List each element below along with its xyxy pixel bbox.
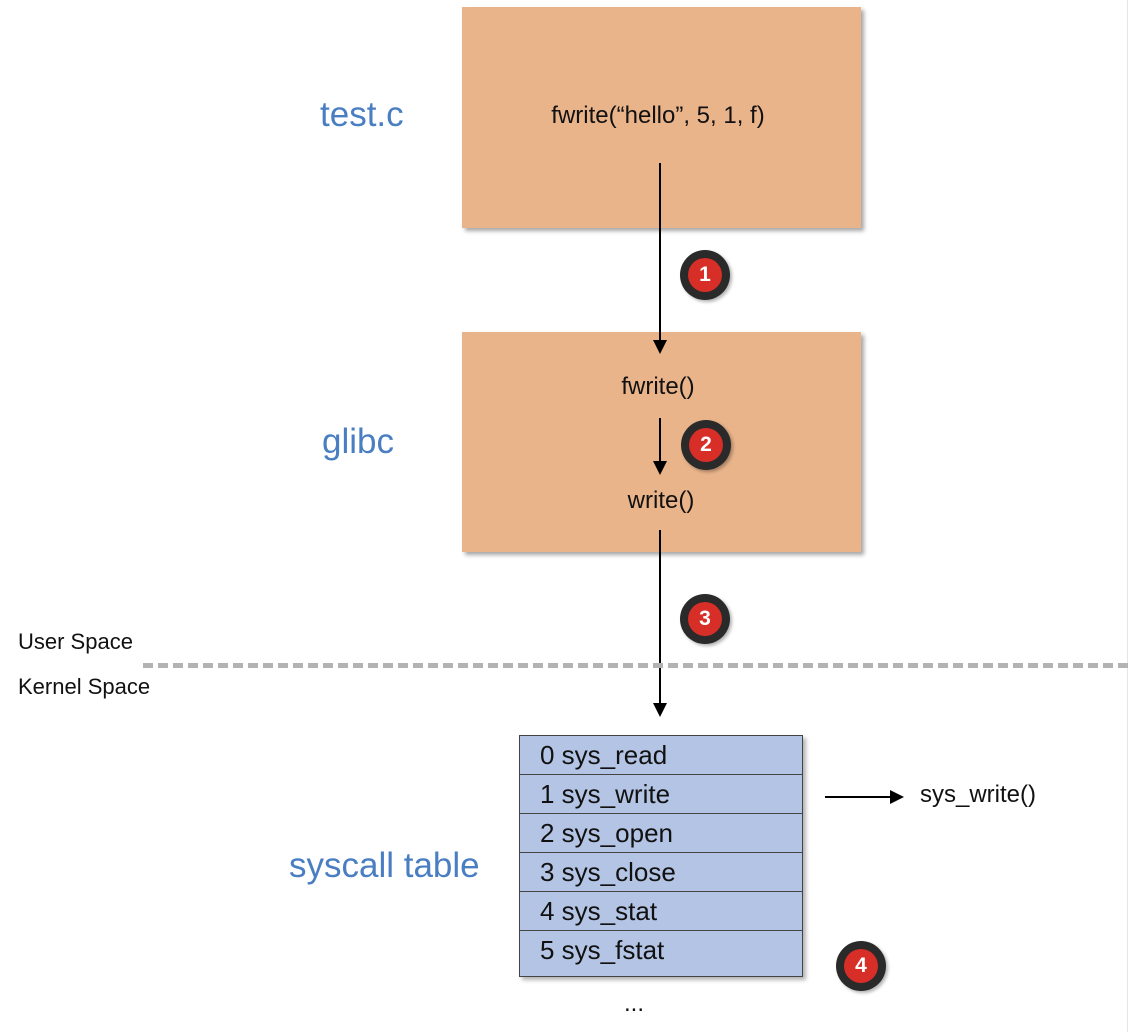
step-number-4: 4 <box>844 949 878 983</box>
syscall-row: 2 sys_open <box>520 814 802 853</box>
syscall-table: 0 sys_read 1 sys_write 2 sys_open 3 sys_… <box>519 735 803 977</box>
right-border <box>1127 0 1128 1032</box>
fwrite-call-text: fwrite(“hello”, 5, 1, f) <box>551 102 765 129</box>
arrow-3-head <box>653 703 667 717</box>
syscall-row: 0 sys_read <box>520 736 802 775</box>
label-glibc: glibc <box>322 422 394 461</box>
step-badge-1: 1 <box>680 250 730 300</box>
step-badge-2: 2 <box>681 420 731 470</box>
glibc-fwrite-text: fwrite() <box>621 373 695 400</box>
label-syscall-table: syscall table <box>289 846 480 885</box>
syscall-row: 1 sys_write <box>520 775 802 814</box>
step-badge-4: 4 <box>836 941 886 991</box>
step-number-2: 2 <box>689 428 723 462</box>
user-kernel-divider <box>143 663 1128 668</box>
syscall-row: 5 sys_fstat <box>540 935 665 965</box>
step-number-1: 1 <box>688 258 722 292</box>
glibc-write-text: write() <box>627 487 695 514</box>
test-c-box <box>462 7 861 228</box>
arrow-3-line <box>659 530 661 703</box>
arrow-4-head <box>890 790 904 804</box>
arrow-2-line <box>659 418 661 462</box>
syscall-table-ellipsis: ... <box>624 990 645 1017</box>
sys-write-target: sys_write() <box>920 781 1037 808</box>
arrow-1-line <box>659 163 661 340</box>
label-user-space: User Space <box>18 629 133 654</box>
step-badge-3: 3 <box>680 594 730 644</box>
syscall-row: 3 sys_close <box>520 853 802 892</box>
step-number-3: 3 <box>688 602 722 636</box>
label-test-c: test.c <box>320 95 404 134</box>
arrow-2-head <box>653 461 667 475</box>
label-kernel-space: Kernel Space <box>18 674 151 699</box>
glibc-box <box>462 332 861 552</box>
syscall-row: 4 sys_stat <box>520 892 802 931</box>
arrow-4-line <box>825 796 891 798</box>
arrow-1-head <box>653 340 667 354</box>
